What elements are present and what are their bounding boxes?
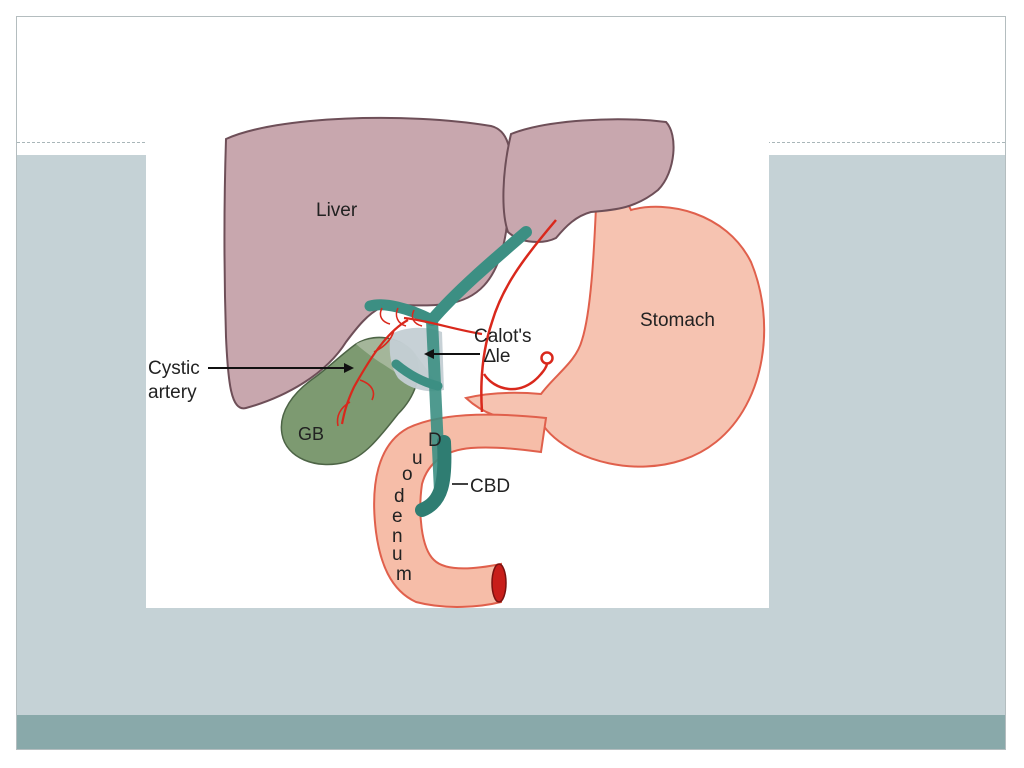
duodenum-opening [491,563,507,603]
cystic-artery-branch-1 [359,379,375,401]
duodenum-letter-6: n [392,526,403,547]
duodenum-letter-1: D [428,430,442,451]
stomach-shape [463,196,766,468]
footer-band [17,715,1005,749]
cystic-artery-branch-3 [373,329,395,353]
stomach-label: Stomach [640,310,715,331]
cystic-artery-label-line2: artery [148,382,197,403]
cystic-artery-label-line1: Cystic [148,358,200,379]
duodenum-letter-3: o [402,464,413,485]
anatomy-figure: Liver Stomach Calot's ∆le Cystic artery … [146,112,769,608]
duodenum-letter-7: u [392,544,403,565]
calots-triangle-label-line2: ∆le [484,346,510,367]
left-hepatic-duct [426,226,532,326]
right-hepatic-duct [364,299,438,326]
cystic-duct [391,359,443,391]
duodenum-letter-4: d [394,486,405,507]
right-hepatic-artery [403,316,483,336]
gallbladder-label: GB [298,424,324,444]
artery-loop-end [540,351,554,365]
liver-arteriole-3 [411,309,423,327]
calots-triangle-diagram: Liver Stomach Calot's ∆le Cystic artery … [148,116,766,608]
cbd-label: CBD [470,476,510,497]
common-bile-duct [415,435,452,517]
duodenum-letter-8: m [396,564,412,585]
cystic-artery [340,319,409,425]
liver-arteriole-1 [379,307,391,325]
hepatic-artery [480,219,557,413]
liver-label: Liver [316,200,358,221]
liver-arteriole-2 [395,307,407,327]
duodenum-letter-5: e [392,506,403,527]
cystic-artery-branch-2 [336,401,351,427]
calots-triangle-label-line1: Calot's [474,326,531,347]
duodenum-letter-2: u [412,448,423,469]
liver-right-lobe [502,118,675,243]
